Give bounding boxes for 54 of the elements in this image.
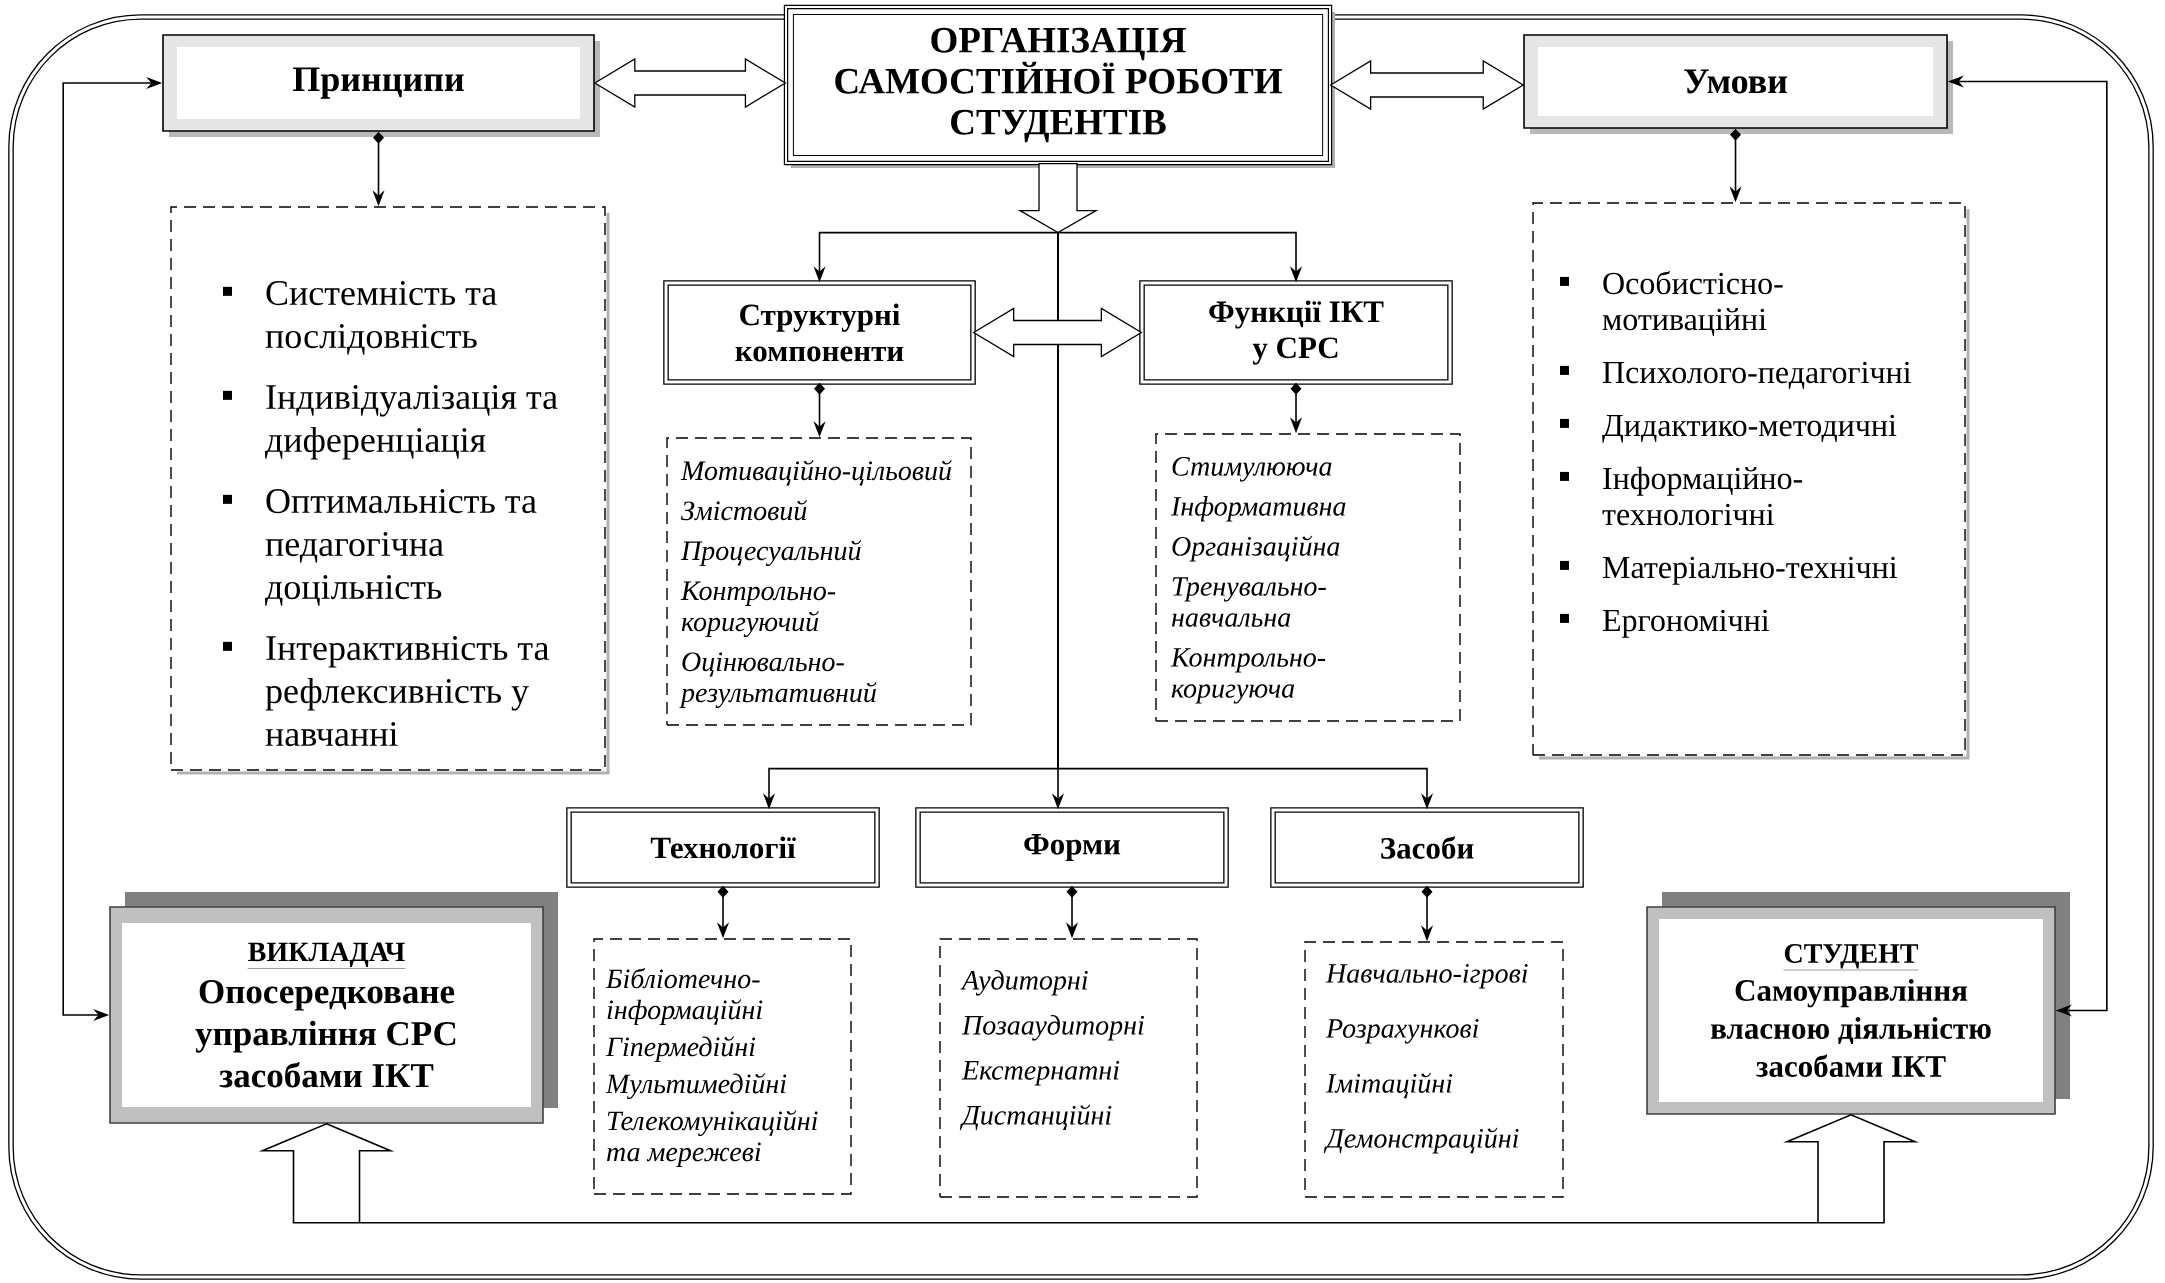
list-item: Бібліотечно-інформаційні: [605, 968, 763, 1025]
list-item: Тренувально-навчальна: [1171, 577, 1326, 627]
heading-box: Технології: [566, 807, 880, 888]
list-item: Змістовий: [681, 500, 808, 521]
heading-box: Функції ІКТ у СРС: [1139, 280, 1453, 385]
heading-box: Засоби: [1270, 807, 1584, 888]
list-item: Системність та послідовність: [223, 281, 497, 355]
list-box: [939, 938, 1198, 1198]
list-item: Оптимальність та педагогічна доцільність: [223, 489, 537, 606]
block-arrow: [1329, 59, 1525, 111]
title-box: ОРГАНІЗАЦІЯ САМОСТІЙНОЇ РОБОТИ СТУДЕНТІВ: [783, 4, 1335, 168]
heading-box: Принципи: [162, 34, 600, 137]
list-item: Дистанційні: [959, 1104, 1112, 1131]
list-item: Позааудиторні: [961, 1015, 1144, 1041]
list-box: [1155, 433, 1461, 722]
list-item: Демонстраційні: [1323, 1127, 1519, 1154]
list-item: Психолого-педагогічні: [1560, 361, 1911, 390]
list-item: Інформаційно-технологічні: [1560, 466, 1803, 526]
list-item: Імітаційні: [1325, 1072, 1453, 1099]
heading-box: Структурні компоненти: [663, 280, 976, 385]
list-item: Гіпермедійні: [605, 1036, 756, 1062]
list-item: Індивідуалізація та диференціація: [223, 385, 558, 460]
list-item: Аудиторні: [960, 970, 1088, 996]
list-item: Контрольно-коригуюча: [1170, 648, 1326, 704]
role-description: Опосередковане управління СРС засобами ІКТ: [195, 979, 456, 1088]
list-item: Дидактико-методичні: [1560, 414, 1897, 443]
list-box: [1304, 941, 1564, 1198]
heading-box: Умови: [1523, 34, 1954, 134]
list-box: [593, 938, 852, 1195]
role-title: СТУДЕНТ: [1783, 944, 1919, 971]
list-item: Матеріально-технічні: [1560, 556, 1898, 585]
list-item: Мультимедійні: [605, 1073, 787, 1100]
list-item: Особистісно-мотиваційні: [1560, 271, 1783, 337]
list-box: [170, 206, 610, 775]
list-item: Організаційна: [1172, 535, 1340, 562]
list-item: Ергономічні: [1560, 609, 1770, 638]
list-item: Розрахункові: [1325, 1019, 1479, 1044]
list-item: Мотиваційно-цільовий: [680, 460, 952, 486]
list-item: Телекомунікаційні та мережеві: [607, 1110, 818, 1167]
role-box: [1646, 892, 2070, 1115]
list-item: Процесуальний: [680, 540, 862, 566]
heading-box: Форми: [915, 807, 1229, 888]
list-item: Контрольно-коригуючий: [680, 581, 836, 637]
list-item: Інтерактивність та рефлексивність у навчанні: [223, 636, 549, 747]
list-item: Оцінювально-результативний: [679, 652, 877, 708]
list-item: Інформативна: [1170, 496, 1346, 522]
role-box: [109, 892, 558, 1124]
role-description: Самоуправління власною діяльністю засобами ІКТ: [1710, 979, 1991, 1077]
list-box: [1532, 202, 1970, 760]
role-title: ВИКЛАДАЧ: [247, 942, 406, 969]
list-item: Стимулююча: [1172, 457, 1332, 482]
list-item: Екстернатні: [961, 1060, 1120, 1086]
list-item: Навчально-ігрові: [1325, 964, 1528, 989]
list-box: [666, 437, 972, 726]
